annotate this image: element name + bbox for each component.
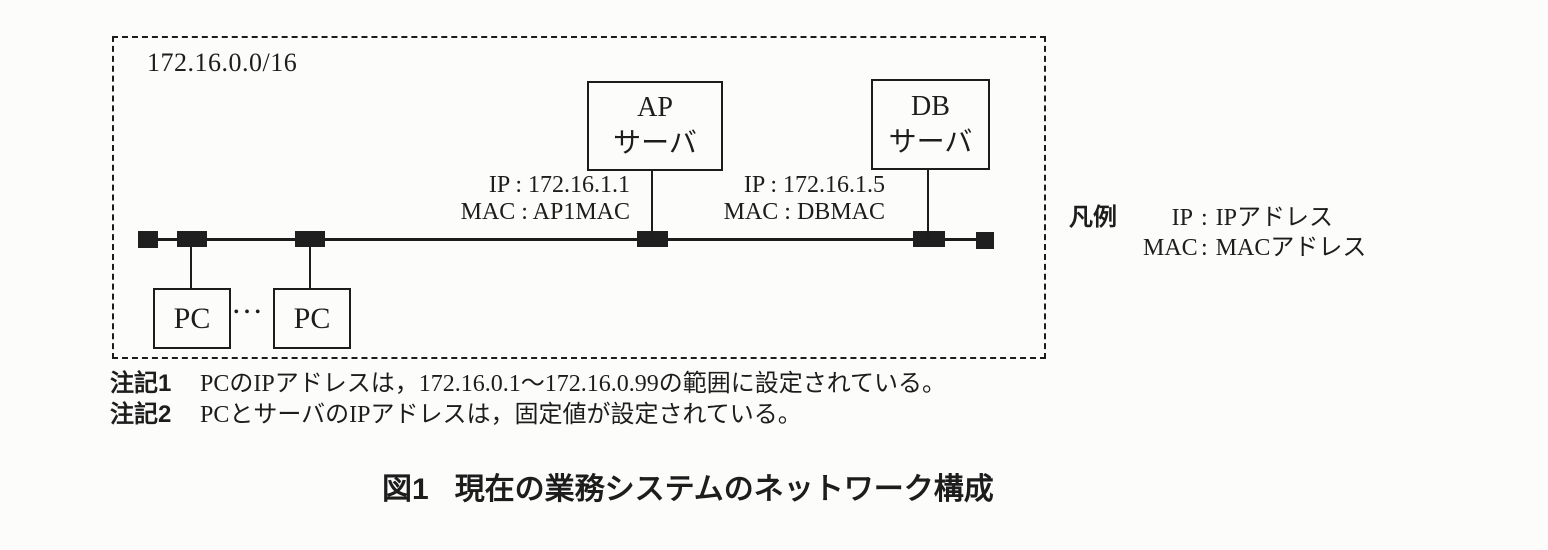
figure-caption-title: 現在の業務システムのネットワーク構成 (454, 473, 994, 506)
pc-ellipsis: … (231, 284, 266, 320)
db-server-mac-label: MAC : DBMAC (723, 199, 885, 225)
db-server-name-line2: サーバ (888, 126, 973, 158)
db-server-address-labels: IP : 172.16.1.5 MAC : DBMAC (724, 172, 885, 226)
legend-separator: : (1201, 235, 1208, 261)
bus-terminator-left (138, 231, 158, 248)
legend: 凡例 IP: IPアドレス MAC: MACアドレス (1069, 203, 1366, 263)
db-server-box: DB サーバ (871, 79, 990, 170)
figure-caption: 図1 現在の業務システムのネットワーク構成 (382, 470, 994, 510)
legend-row-mac: MAC: MACアドレス (1143, 233, 1366, 263)
connector-db-server (927, 165, 929, 238)
note-1-label: 注記1 (110, 370, 172, 397)
connector-pc2 (309, 247, 311, 288)
bus-tap-pc2 (295, 231, 325, 247)
ap-server-ip-label: IP : 172.16.1.1 (488, 172, 630, 198)
bus-terminator-right (976, 232, 994, 249)
bus-tap-ap-server (637, 231, 668, 247)
note-1: 注記1 PCのIPアドレスは，172.16.0.1～172.16.0.99の範囲… (110, 369, 946, 399)
legend-key-mac: MAC (1143, 235, 1198, 261)
pc2-box: PC (273, 288, 351, 349)
ap-server-box: AP サーバ (587, 81, 723, 171)
pc2-name: PC (293, 301, 331, 335)
subnet-address-label: 172.16.0.0/16 (147, 48, 298, 77)
legend-rows: IP: IPアドレス MAC: MACアドレス (1143, 203, 1366, 263)
ap-server-name-line2: サーバ (613, 128, 697, 159)
note-2-text: PCとサーバのIPアドレスは，固定値が設定されている。 (200, 402, 802, 428)
bus-tap-db-server (913, 231, 945, 247)
pc1-name: PC (173, 301, 211, 335)
note-1-text: PCのIPアドレスは，172.16.0.1～172.16.0.99の範囲に設定さ… (200, 371, 946, 397)
connector-ap-server (651, 166, 653, 238)
ap-server-name-line1: AP (637, 92, 673, 123)
bus-tap-pc1 (177, 231, 207, 247)
ap-server-address-labels: IP : 172.16.1.1 MAC : AP1MAC (461, 172, 630, 226)
legend-separator: : (1201, 205, 1208, 231)
legend-key-ip: IP (1171, 205, 1193, 231)
db-server-ip-label: IP : 172.16.1.5 (743, 172, 885, 198)
ethernet-bus-line (145, 238, 985, 241)
figure-caption-number: 図1 (382, 473, 429, 506)
ap-server-mac-label: MAC : AP1MAC (460, 199, 630, 225)
legend-value-mac: MACアドレス (1215, 235, 1367, 261)
legend-value-ip: IPアドレス (1215, 205, 1334, 231)
note-2-label: 注記2 (110, 401, 172, 428)
legend-row-ip: IP: IPアドレス (1143, 203, 1366, 233)
connector-pc1 (190, 247, 192, 288)
subnet-boundary-box (112, 36, 1046, 359)
pc1-box: PC (153, 288, 231, 349)
legend-title: 凡例 (1069, 204, 1117, 231)
db-server-name-line1: DB (911, 90, 950, 122)
note-2: 注記2 PCとサーバのIPアドレスは，固定値が設定されている。 (110, 400, 802, 430)
